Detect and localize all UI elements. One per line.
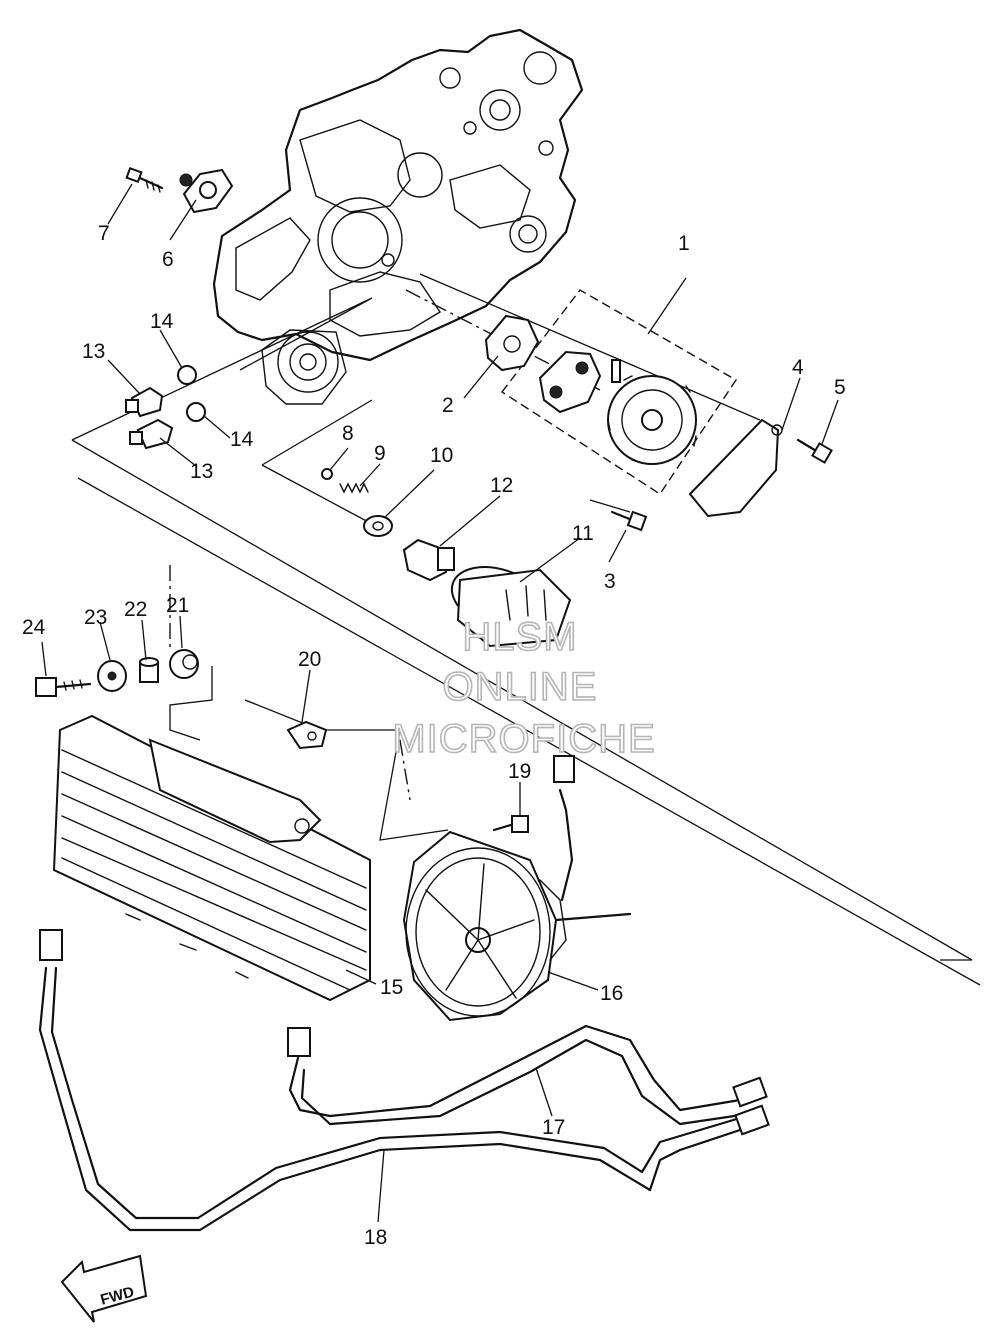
watermark-line-2: ONLINE <box>443 665 598 709</box>
callout-16: 16 <box>600 982 623 1005</box>
callout-4: 4 <box>792 356 804 379</box>
callout-6: 6 <box>162 248 174 271</box>
washer-10 <box>363 515 393 537</box>
callout-15: 15 <box>380 976 403 999</box>
leader-lines <box>41 183 839 1223</box>
hose-18 <box>38 966 770 1232</box>
oil-pump-assembly-1 <box>500 289 737 495</box>
grommet-21 <box>169 649 199 679</box>
callout-14b: 14 <box>230 428 254 451</box>
callout-13b: 13 <box>190 460 213 483</box>
fitting-13-upper <box>125 386 164 418</box>
callout-7: 7 <box>98 222 110 245</box>
callout-1: 1 <box>678 232 690 255</box>
cooling-fan-16 <box>402 788 632 1022</box>
gasket-2 <box>484 314 540 372</box>
callout-8: 8 <box>342 422 354 445</box>
ball-8 <box>321 468 333 480</box>
callout-11: 11 <box>572 522 594 545</box>
callout-14a: 14 <box>150 310 174 333</box>
oil-filter-11 <box>450 566 572 648</box>
bolt-3 <box>610 510 648 532</box>
bolt-7 <box>125 166 164 193</box>
callout-19: 19 <box>508 760 531 783</box>
callout-3: 3 <box>604 570 616 593</box>
bolt-19 <box>492 815 529 833</box>
callout-23: 23 <box>84 606 107 629</box>
watermark: HLSM ONLINE MICROFICHE <box>392 614 656 762</box>
callout-21: 21 <box>166 594 189 617</box>
crankcase-illustration <box>212 28 584 405</box>
callout-5: 5 <box>834 376 846 399</box>
callout-17: 17 <box>542 1116 565 1139</box>
callout-12: 12 <box>490 474 513 497</box>
bolt-24 <box>35 677 92 697</box>
pump-cover-4 <box>688 418 783 518</box>
callout-13a: 13 <box>82 340 105 363</box>
callout-9: 9 <box>374 442 386 465</box>
callout-numbers: 1 2 3 4 5 6 7 8 9 10 11 12 13 13 14 14 1… <box>22 222 846 1249</box>
cover-plate-6 <box>179 168 234 214</box>
union-bolt-12 <box>402 538 455 582</box>
collar-22 <box>139 657 159 683</box>
callout-2: 2 <box>442 394 454 417</box>
spring-9 <box>339 482 369 494</box>
bolt-5 <box>796 438 833 464</box>
callout-10: 10 <box>430 444 453 467</box>
callout-20: 20 <box>298 648 321 671</box>
callout-18: 18 <box>364 1226 387 1249</box>
washer-14-upper <box>177 365 197 385</box>
assembly-reference-lines <box>71 273 981 986</box>
watermark-line-3: MICROFICHE <box>392 717 655 761</box>
fwd-direction-marker: FWD <box>60 1254 148 1323</box>
washer-23 <box>97 660 127 692</box>
hose-17 <box>288 1024 768 1126</box>
callout-22: 22 <box>124 598 147 621</box>
fitting-13-lower <box>129 418 174 450</box>
oil-cooler-15 <box>39 714 371 1057</box>
callout-24: 24 <box>22 616 46 639</box>
bracket-20 <box>286 720 328 750</box>
watermark-line-1: HLSM <box>462 615 577 659</box>
connector <box>553 755 575 783</box>
washer-14-lower <box>186 402 206 422</box>
